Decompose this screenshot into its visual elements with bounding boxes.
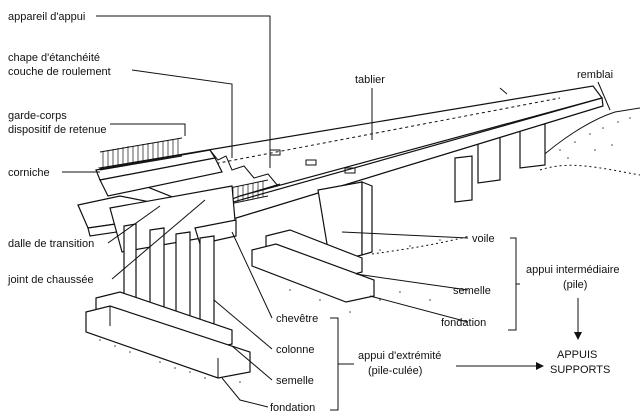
label-appui-intermediaire-line1: appui intermédiaire bbox=[526, 264, 620, 276]
label-chape-line1: chape d'étanchéité bbox=[8, 52, 100, 64]
label-dalle-transition: dalle de transition bbox=[8, 238, 94, 250]
label-appareil-appui: appareil d'appui bbox=[8, 11, 85, 23]
label-appuis: APPUIS bbox=[557, 349, 597, 361]
label-appui-extremite-line1: appui d'extrémité bbox=[358, 350, 441, 362]
garde-corps-left bbox=[99, 137, 183, 171]
label-corniche: corniche bbox=[8, 167, 50, 179]
label-remblai: remblai bbox=[577, 69, 613, 81]
label-voile: voile bbox=[472, 233, 495, 245]
label-chevetre: chevêtre bbox=[276, 313, 318, 325]
label-chape-line2: couche de roulement bbox=[8, 66, 111, 78]
label-fondation-culee: fondation bbox=[270, 402, 315, 414]
far-pier bbox=[454, 123, 546, 203]
pile-voile bbox=[251, 181, 471, 313]
label-supports: SUPPORTS bbox=[550, 364, 610, 376]
leader-lines bbox=[62, 15, 611, 411]
semelle-culee bbox=[85, 291, 251, 383]
remblai-embankment bbox=[537, 107, 640, 176]
deck-end-cutaway bbox=[95, 137, 279, 207]
labels: appareil d'appui chape d'étanchéité couc… bbox=[7, 11, 620, 414]
label-garde-corps-line2: dispositif de retenue bbox=[8, 124, 106, 136]
label-joint-chaussee: joint de chaussée bbox=[7, 274, 94, 286]
label-appui-extremite-line2: (pile-culée) bbox=[368, 365, 422, 377]
label-fondation-pile: fondation bbox=[441, 317, 486, 329]
label-garde-corps-line1: garde-corps bbox=[8, 110, 67, 122]
label-appui-intermediaire-line2: (pile) bbox=[563, 279, 587, 291]
label-tablier: tablier bbox=[355, 74, 385, 86]
label-semelle-pile: semelle bbox=[453, 285, 491, 297]
label-semelle-culee: semelle bbox=[276, 375, 314, 387]
label-colonne: colonne bbox=[276, 344, 315, 356]
